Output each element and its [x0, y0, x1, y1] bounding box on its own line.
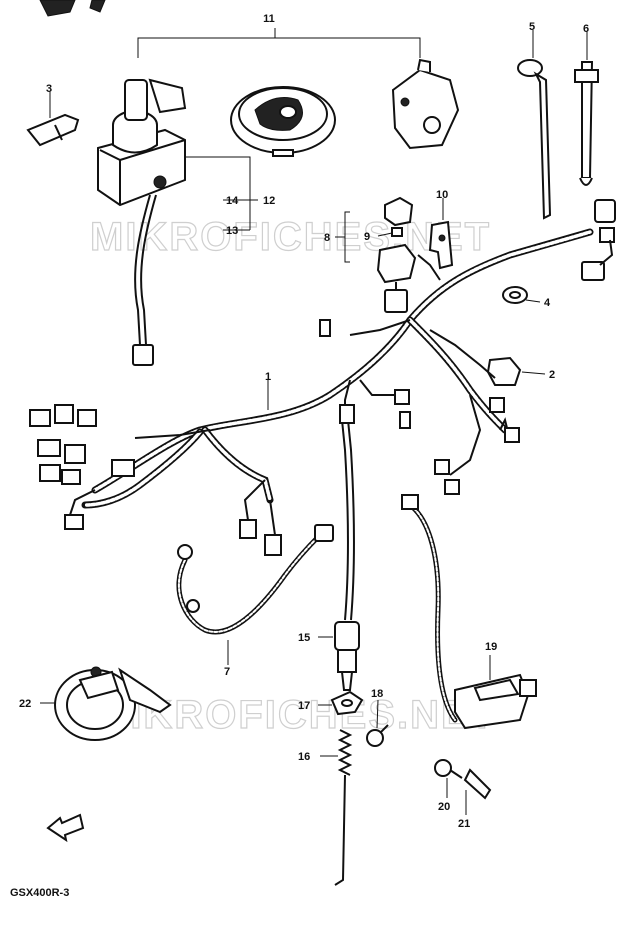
brake-switch-part-15	[334, 404, 360, 691]
bolt-part-20	[434, 759, 463, 779]
callout-1: 1	[265, 371, 271, 383]
clip-part-4	[502, 286, 528, 304]
callout-5: 5	[529, 21, 535, 33]
washer-part-21	[463, 768, 492, 800]
ignition-cover	[230, 86, 336, 157]
callout-15: 15	[298, 632, 310, 644]
callout-12: 12	[263, 195, 275, 207]
bracket-part-10	[428, 220, 454, 270]
connector-cluster-left	[29, 319, 520, 556]
strap-part-5	[517, 59, 552, 220]
callout-3: 3	[46, 83, 52, 95]
callout-labels: 11 3 5 6 10 14 12 13 8 9 4 2 1 7 15 19 2…	[19, 13, 589, 830]
callout-17: 17	[298, 700, 310, 712]
diagram-code: GSX400R-3	[10, 887, 69, 899]
ignition-switch	[97, 78, 187, 366]
bracket-11	[137, 28, 421, 58]
callout-2: 2	[549, 369, 555, 381]
relay-part-8	[335, 196, 417, 313]
callout-20: 20	[438, 801, 450, 813]
callout-16: 16	[298, 751, 310, 763]
steering-lock	[391, 58, 460, 150]
connector-cluster-top-right	[581, 199, 616, 281]
callout-9: 9	[364, 231, 370, 243]
callout-11: 11	[263, 13, 275, 25]
watermark-top: MIKROFICHES.NET	[90, 215, 491, 259]
callout-22: 22	[19, 698, 31, 710]
horn-part-22	[54, 666, 172, 741]
callout-18: 18	[371, 688, 383, 700]
front-direction-arrow-icon	[46, 813, 85, 843]
nut-part-17	[330, 690, 364, 716]
cable-tie-part-6	[574, 61, 599, 186]
screw-part-18	[366, 724, 389, 747]
callout-7: 7	[224, 666, 230, 678]
spring-rod-part-16	[334, 729, 353, 886]
cropped-part-fragment	[39, 0, 106, 17]
wire-lead-part-7	[176, 524, 334, 635]
callout-13: 13	[226, 225, 238, 237]
callout-14: 14	[226, 195, 239, 207]
callout-4: 4	[544, 297, 551, 309]
leader-lines	[40, 30, 588, 815]
clamp-part-3	[26, 113, 80, 147]
callout-10: 10	[436, 189, 448, 201]
callout-19: 19	[485, 641, 497, 653]
main-wiring-harness	[81, 228, 594, 509]
callout-21: 21	[458, 818, 470, 830]
switch-part-19	[401, 494, 537, 730]
callout-8: 8	[324, 232, 330, 244]
cap-part-2	[486, 356, 522, 386]
callout-6: 6	[583, 23, 589, 35]
